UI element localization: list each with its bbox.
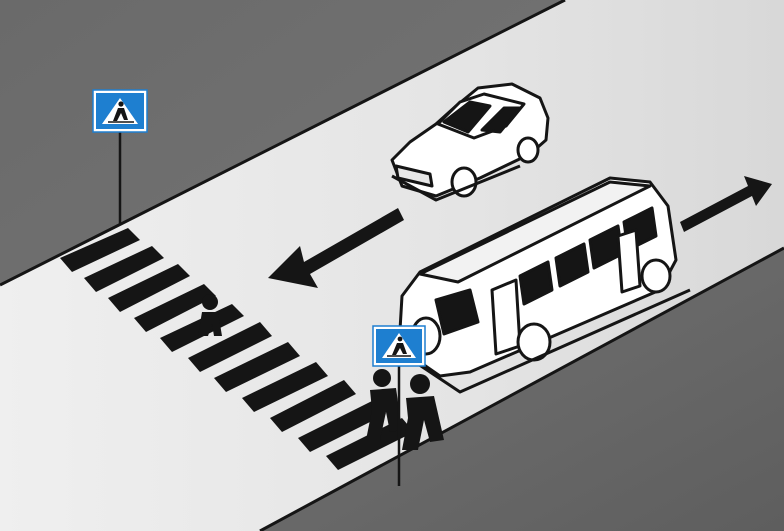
pedestrian-crossing-sign-icon — [93, 90, 147, 132]
pedestrian-crossing-sign-icon — [373, 326, 425, 366]
